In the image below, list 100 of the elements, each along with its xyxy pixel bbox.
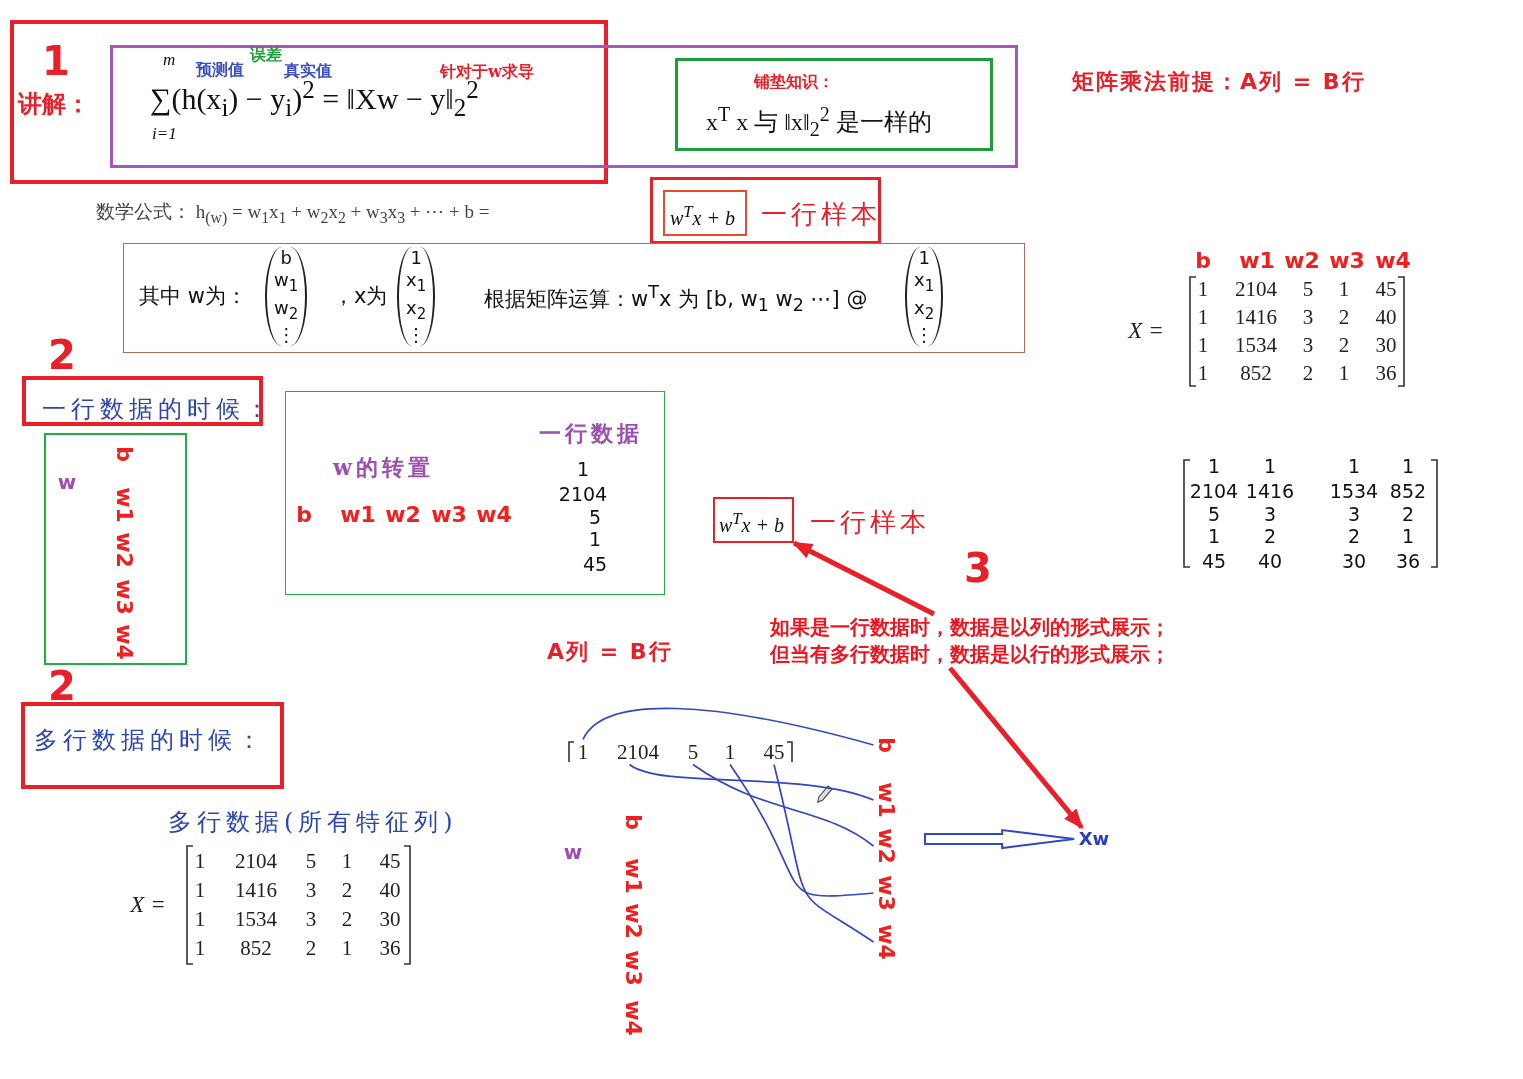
annotation-text: 预测值 [196, 60, 244, 81]
matrix-entry: 2 [1302, 360, 1314, 386]
matrix-entry: 1 [577, 739, 589, 765]
weight-label: w4 [620, 1000, 646, 1036]
matrix-entry: 5 [1207, 503, 1221, 525]
annotation-text: 铺垫知识： [754, 72, 834, 93]
step-number: 2 [48, 332, 76, 378]
matrix-entry: 1 [1347, 455, 1361, 477]
weight-label: w1 [1239, 247, 1275, 273]
connector-line [628, 763, 875, 801]
matrix-entry: 1 [1263, 455, 1277, 477]
weight-label: w2 [385, 501, 421, 527]
matrix-entry: 1 [576, 458, 590, 480]
column-vector: b w$_{1}$ w$_{2}$ ⋮ [265, 247, 308, 347]
matrix-entry: 1534 [1235, 332, 1277, 358]
matrix-entry: 2 [341, 877, 353, 903]
weight-label: w4 [476, 501, 512, 527]
column-vector: 1 x$_{1}$ x$_{2}$ ⋮ [905, 247, 944, 347]
weight-label: w3 [620, 950, 646, 986]
matrix-entry: 5 [305, 848, 317, 874]
matrix-entry: 2104 [235, 848, 277, 874]
matrix-entry: 5 [687, 739, 699, 765]
matrix-entry: 45 [763, 739, 785, 765]
matrix-entry: 2 [1347, 525, 1361, 547]
weight-label: b [873, 737, 899, 753]
weight-label: w1 [873, 782, 899, 818]
matrix-entry: 1 [1197, 276, 1209, 302]
matrix-entry: 2 [1338, 304, 1350, 330]
matrix-entry: 1 [1207, 525, 1221, 547]
matrix-name: X = [1128, 318, 1164, 344]
matrix-entry: 5 [588, 506, 602, 528]
caption-text: w的转置 [333, 453, 434, 482]
formula-panel [110, 45, 1018, 168]
step-number: 2 [48, 663, 76, 709]
note-text: 如果是一行数据时，数据是以列的形式展示； 但当有多行数据时，数据是以行的形式展示； [770, 614, 1170, 668]
matrix-entry: 3 [1302, 304, 1314, 330]
formula-box [663, 190, 747, 236]
weight-label: w4 [111, 624, 137, 660]
matrix-entry: 1 [1207, 455, 1221, 477]
rule-text: 矩阵乘法前提：A列 = B行 [1072, 68, 1366, 96]
weight-label: w2 [873, 828, 899, 864]
matrix-entry: 36 [1375, 360, 1397, 386]
highlight-box [650, 177, 881, 244]
matrix-entry: 2104 [558, 483, 608, 505]
matrix-entry: 1 [341, 935, 353, 961]
matrix-entry: 40 [1257, 550, 1283, 572]
formula-index: m [163, 50, 176, 70]
matrix-entry: 1 [1401, 525, 1415, 547]
heading-box [21, 702, 284, 789]
weight-label: w3 [1329, 247, 1365, 273]
annotation-text: 一行样本 [761, 198, 881, 231]
formula-text: w$^{T}$x + b [719, 509, 784, 537]
matrix-entry: 2104 [1235, 276, 1277, 302]
matrix-entry: 2104 [1189, 480, 1239, 502]
matrix-entry: 45 [379, 848, 401, 874]
formula-text: 数学公式： h$_{(w)}$ = w$_{1}$x$_{1}$ + w$_{2}$x$_{2}$ + w$_{3}$x$_{3}$ + ⋯ + b = [96, 200, 490, 227]
connector-line [692, 763, 875, 847]
matrix-entry: 1 [1197, 304, 1209, 330]
weight-label: b [111, 446, 137, 462]
vector-panel [44, 433, 187, 665]
arrow [792, 540, 936, 617]
weight-label: w3 [431, 501, 467, 527]
matrix-entry: 1 [1401, 455, 1415, 477]
matrix-entry: 3 [1263, 503, 1277, 525]
matrix-entry: 2104 [617, 739, 659, 765]
matrix-entry: 1 [194, 877, 206, 903]
matrix-entry: 2 [305, 935, 317, 961]
matrix-entry: 2 [1263, 525, 1277, 547]
matrix-entry: 45 [582, 553, 608, 575]
formula-text: x$^{T}$ x 与 ‖x‖$_{2}$$^{2}$ 是一样的 [706, 103, 932, 141]
step-number: 3 [964, 545, 992, 591]
matrix-entry: 1 [1197, 360, 1209, 386]
matrix-entry: 3 [305, 877, 317, 903]
matrix-entry: 1 [341, 848, 353, 874]
matrix-entry: 5 [1302, 276, 1314, 302]
heading-text: 多行数据的时候： [34, 725, 266, 756]
vector-name: w [563, 840, 583, 864]
column-vector: 1 x$_{1}$ x$_{2}$ ⋮ [397, 247, 436, 347]
arrow [948, 666, 1084, 830]
highlight-box [10, 20, 608, 184]
weight-label: w4 [873, 924, 899, 960]
explanation-text: 根据矩阵运算：w$^{T}$x 为 [b, w$_{1}$ w$_{2}$ ⋯] @ [484, 282, 868, 316]
matrix-entry: 2 [1338, 332, 1350, 358]
weight-label: w3 [873, 875, 899, 911]
explanation-text: 其中 w为： [139, 283, 247, 310]
matrix-entry: 1 [1197, 332, 1209, 358]
matrix-entry: 36 [1395, 550, 1421, 572]
matrix-entry: 30 [379, 906, 401, 932]
weight-label: w2 [111, 532, 137, 568]
note-box [675, 58, 993, 151]
matrix-entry: 3 [305, 906, 317, 932]
matrix-entry: 1 [194, 906, 206, 932]
matrix-entry: 1534 [235, 906, 277, 932]
arrow [924, 828, 1076, 850]
vector-name: w [57, 470, 77, 494]
matrix-entry: 36 [379, 935, 401, 961]
matrix-entry: 30 [1341, 550, 1367, 572]
matrix-entry: 1 [1338, 276, 1350, 302]
weight-label: w2 [620, 903, 646, 939]
matrix-entry: 852 [1389, 480, 1427, 502]
